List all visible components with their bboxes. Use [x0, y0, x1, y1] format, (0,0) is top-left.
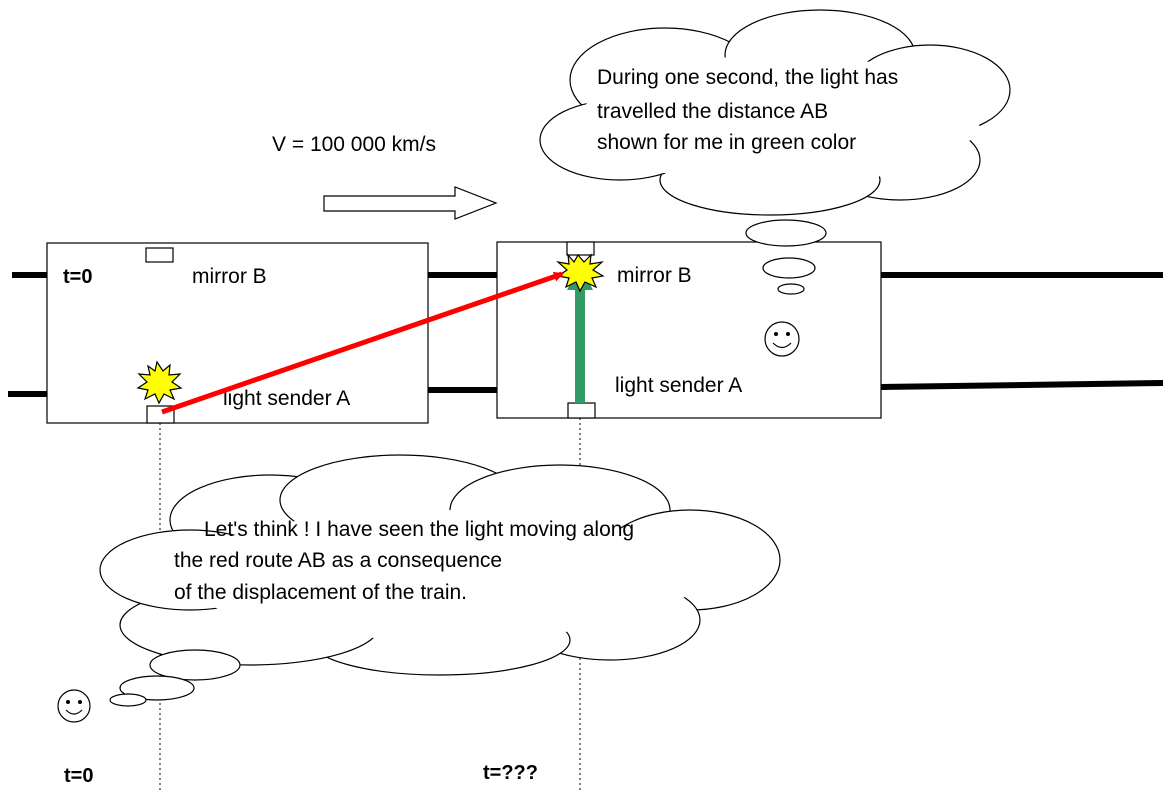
mirror-b-left [145, 247, 174, 263]
train-right: mirror B light sender A [496, 241, 882, 419]
mirror-label-right: mirror B [617, 264, 692, 287]
time-label-left-train: t=0 [63, 266, 92, 288]
thought-cloud-bottom-text: Let's think ! I have seen the light movi… [174, 518, 634, 604]
wagon-left [46, 242, 429, 424]
thought-cloud-top-text: During one second, the light has travell… [597, 66, 898, 154]
red-route [161, 271, 564, 415]
thought-cloud-bottom [99, 454, 781, 676]
smiley-icon [764, 321, 800, 357]
lower-rail-right [880, 380, 1164, 390]
flash-icon [136, 360, 183, 405]
arrow-right-icon [323, 186, 498, 220]
top-thought-line-3: shown for me in green color [597, 131, 856, 154]
top-thought-line-1: During one second, the light has [597, 66, 898, 89]
thought-bubbles-top [745, 219, 827, 295]
thought-cloud-top [539, 9, 1011, 216]
smiley-icon [57, 689, 91, 723]
bottom-thought-line-1: Let's think ! I have seen the light movi… [204, 518, 634, 541]
wagon-right [496, 241, 882, 419]
mirror-b-right [566, 241, 595, 256]
bottom-time-right: t=??? [483, 762, 538, 784]
top-thought-line-2: travelled the distance AB [597, 100, 828, 123]
rails [8, 272, 1164, 397]
flash-icon [556, 253, 605, 293]
green-route-shaft [575, 288, 585, 403]
mirror-label-left: mirror B [192, 265, 267, 288]
bottom-time-left: t=0 [64, 765, 93, 787]
thought-bubbles-bottom [109, 649, 241, 707]
sender-label-left: light sender A [223, 387, 350, 410]
sender-label-right: light sender A [615, 374, 742, 397]
train-left: t=0 mirror B light sender A [46, 242, 429, 424]
sender-a-right [567, 402, 596, 419]
velocity-label: V = 100 000 km/s [272, 133, 436, 156]
bottom-thought-line-2: the red route AB as a consequence [174, 549, 502, 572]
bottom-thought-line-3: of the displacement of the train. [174, 581, 467, 604]
